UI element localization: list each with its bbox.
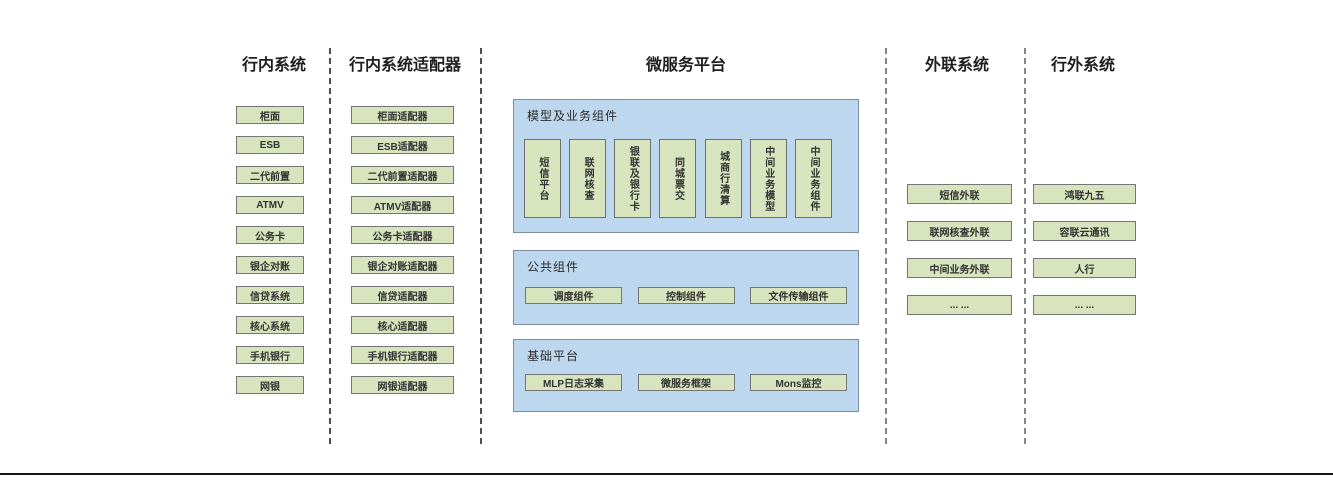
- internal-systems-box: 手机银行: [236, 346, 304, 364]
- internal-systems-box: 网银: [236, 376, 304, 394]
- base-platform-box: 微服务框架: [637, 374, 735, 391]
- external-link-systems-box: ... ...: [907, 295, 1012, 315]
- panel-box-row: MLP日志采集微服务框架 Mons监控: [525, 374, 847, 391]
- column-title-microservice-platform: 微服务平台: [645, 57, 726, 74]
- panel-model-business-components: 模型及业务组件 短信平台联网核查银联及银行卡同城票交城商行清算中间业务模型中间业…: [513, 99, 859, 233]
- common-components-box: 控制组件: [637, 287, 735, 304]
- base-platform-box: Mons监控: [750, 374, 847, 391]
- column-separator-1: [329, 48, 331, 444]
- model-business-components-box: 中间业务组件: [794, 139, 832, 218]
- bottom-baseline: [0, 473, 1333, 475]
- internal-systems-box: ESB: [236, 136, 304, 154]
- column-title-internal-systems: 行内系统: [241, 57, 306, 74]
- internal-systems-box: 银企对账: [236, 256, 304, 274]
- model-business-components-box: 中间业务模型: [749, 139, 787, 218]
- internal-systems-box: 信贷系统: [236, 286, 304, 304]
- external-link-systems-box: 短信外联: [907, 184, 1012, 204]
- outside-bank-systems-box: ... ...: [1033, 295, 1136, 315]
- model-business-components-box: 短信平台: [524, 139, 561, 218]
- outside-bank-systems-box: 人行: [1033, 258, 1136, 278]
- column-title-internal-system-adapters: 行内系统适配器: [348, 57, 461, 74]
- internal-system-adapters-box: ATMV适配器: [351, 196, 454, 214]
- outside-bank-systems-box: 鸿联九五: [1033, 184, 1136, 204]
- panel-label: 公共组件: [527, 260, 580, 274]
- panel-base-platform: 基础平台 MLP日志采集微服务框架 Mons监控: [513, 339, 859, 412]
- panel-box-row: 短信平台联网核查银联及银行卡同城票交城商行清算中间业务模型中间业务组件: [524, 139, 832, 218]
- column-separator-4: [1024, 48, 1026, 444]
- internal-system-adapters-box: 网银适配器: [351, 376, 454, 394]
- common-components-box: 文件传输组件: [750, 287, 847, 304]
- column-separator-3: [885, 48, 887, 444]
- internal-systems-box: ATMV: [236, 196, 304, 214]
- internal-system-adapters-box: ESB适配器: [351, 136, 454, 154]
- common-components-box: 调度组件: [525, 287, 622, 304]
- column-separator-2: [480, 48, 482, 444]
- panel-label: 模型及业务组件: [527, 109, 619, 123]
- internal-system-adapters-box: 信贷适配器: [351, 286, 454, 304]
- outside-bank-systems-box: 容联云通讯: [1033, 221, 1136, 241]
- internal-systems-box: 二代前置: [236, 166, 304, 184]
- internal-system-adapters-box-stack: 柜面适配器 ESB适配器二代前置适配器 ATMV适配器公务卡适配器银企对账适配器信贷…: [351, 106, 454, 394]
- internal-systems-box: 公务卡: [236, 226, 304, 244]
- column-title-outside-bank-systems: 行外系统: [1050, 57, 1115, 74]
- internal-systems-box: 核心系统: [236, 316, 304, 334]
- internal-system-adapters-box: 手机银行适配器: [351, 346, 454, 364]
- internal-systems-box-stack: 柜面 ESB 二代前置 ATMV 公务卡银企对账信贷系统核心系统手机银行网银: [236, 106, 304, 394]
- column-title-external-link-systems: 外联系统: [924, 57, 989, 74]
- internal-system-adapters-box: 公务卡适配器: [351, 226, 454, 244]
- panel-common-components: 公共组件 调度组件控制组件文件传输组件: [513, 250, 859, 325]
- outside-bank-systems-box-stack: 鸿联九五容联云通讯人行 ... ...: [1033, 184, 1136, 315]
- internal-systems-box: 柜面: [236, 106, 304, 124]
- external-link-systems-box-stack: 短信外联联网核查外联中间业务外联 ... ...: [907, 184, 1012, 315]
- external-link-systems-box: 联网核查外联: [907, 221, 1012, 241]
- model-business-components-box: 银联及银行卡: [614, 139, 652, 218]
- base-platform-box: MLP日志采集: [525, 374, 622, 391]
- internal-system-adapters-box: 银企对账适配器: [351, 256, 454, 274]
- external-link-systems-box: 中间业务外联: [907, 258, 1012, 278]
- model-business-components-box: 同城票交: [659, 139, 697, 218]
- internal-system-adapters-box: 柜面适配器: [351, 106, 454, 124]
- model-business-components-box: 联网核查: [569, 139, 607, 218]
- model-business-components-box: 城商行清算: [704, 139, 742, 218]
- panel-label: 基础平台: [527, 349, 580, 363]
- internal-system-adapters-box: 核心适配器: [351, 316, 454, 334]
- internal-system-adapters-box: 二代前置适配器: [351, 166, 454, 184]
- panel-box-row: 调度组件控制组件文件传输组件: [525, 287, 847, 304]
